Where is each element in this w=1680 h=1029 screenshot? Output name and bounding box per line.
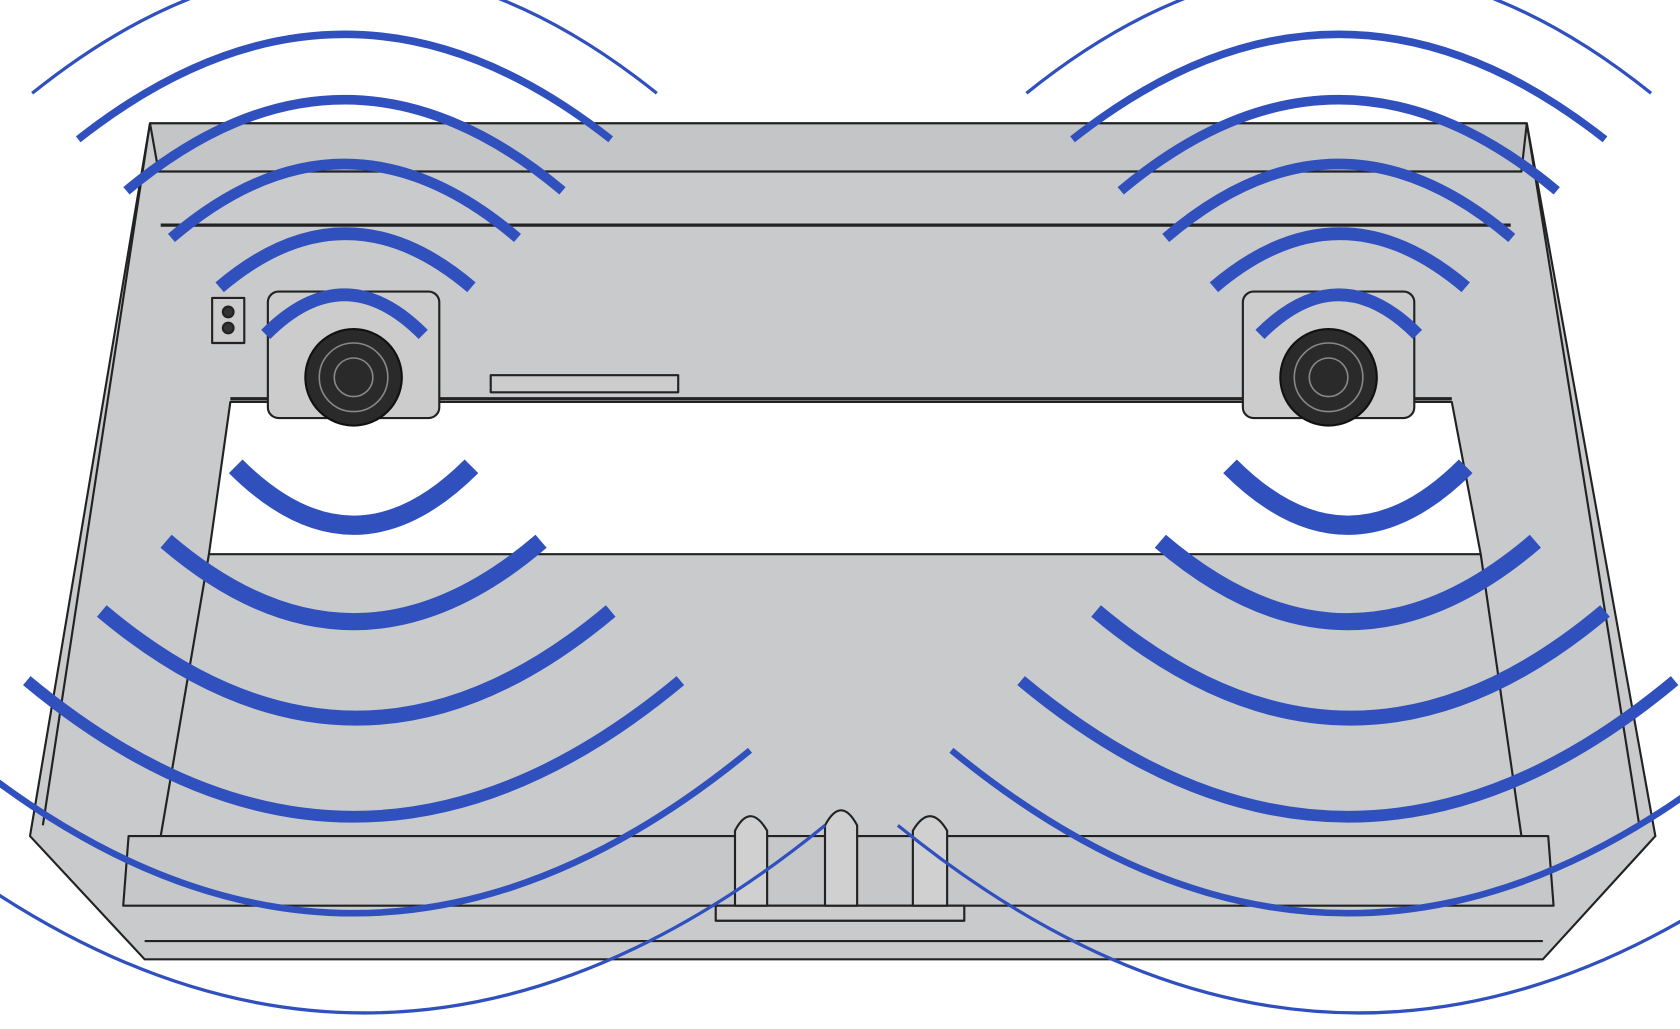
piano-frame — [28, 122, 1657, 961]
pedal-right — [911, 815, 949, 907]
right-sound-wave-arc — [1255, 288, 1423, 339]
right-sound-wave-arc — [1091, 605, 1610, 726]
left-sound-wave-arc — [215, 227, 476, 293]
right-sound-wave-arc — [1025, 0, 1653, 95]
right-speaker — [1241, 290, 1416, 427]
open-cavity — [207, 400, 1482, 556]
right-sound-wave-arc — [1223, 459, 1473, 535]
right-sound-wave-arc — [1154, 534, 1541, 631]
right-sound-wave-arc — [949, 747, 1680, 917]
left-sound-wave-arc — [167, 158, 521, 243]
left-sound-wave-arc — [31, 0, 658, 95]
pedal-left — [733, 815, 769, 907]
left-sound-wave-arc — [261, 288, 428, 339]
top-rail — [148, 122, 1528, 173]
right-sound-wave-arc — [1209, 227, 1470, 293]
left-sound-wave-arc — [0, 824, 827, 1015]
left-sound-wave-arc — [0, 747, 753, 917]
left-sound-wave-arc — [160, 534, 547, 631]
left-sound-wave-arc — [75, 30, 614, 143]
right-sound-wave-arc — [1117, 95, 1560, 195]
left-speaker — [266, 290, 441, 427]
left-sound-wave-arc — [96, 605, 616, 726]
right-sound-wave-arc — [896, 824, 1680, 1015]
left-sound-wave-arc — [23, 676, 685, 823]
jack-panel — [211, 296, 246, 345]
left-sound-wave-arc — [228, 459, 479, 535]
pedal-base — [714, 904, 966, 922]
right-sound-wave-arc — [1017, 676, 1679, 823]
pedal-center — [823, 809, 859, 907]
right-sound-wave-arc — [1070, 30, 1608, 143]
connector-strip — [489, 374, 680, 394]
left-sound-wave-arc — [123, 95, 566, 195]
right-sound-wave-arc — [1162, 158, 1516, 243]
